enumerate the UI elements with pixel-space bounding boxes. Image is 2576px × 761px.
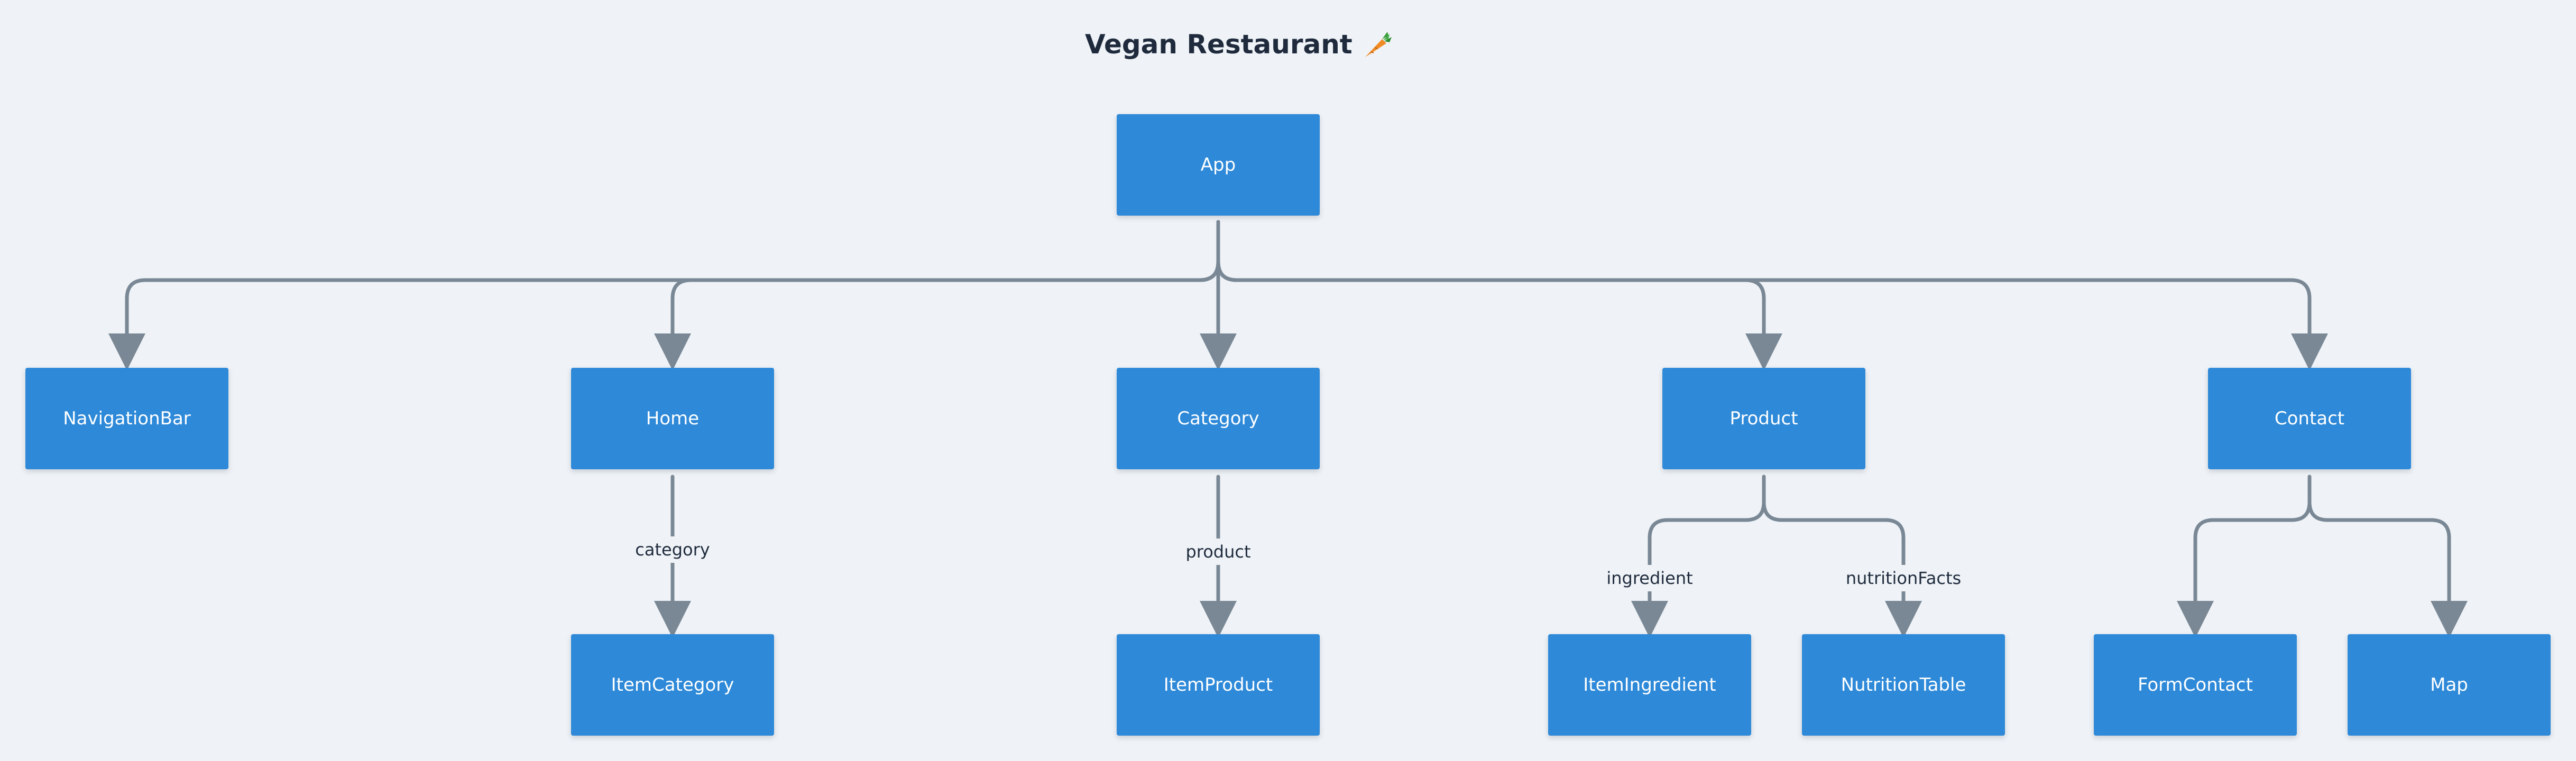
diagram-title: Vegan Restaurant xyxy=(1085,24,1393,64)
edge-label-ingredient: ingredient xyxy=(1600,565,1699,591)
edge-label-product: product xyxy=(1179,539,1257,565)
carrot-icon xyxy=(1365,32,1392,57)
edge-label-nutrition-facts: nutritionFacts xyxy=(1839,565,1968,591)
node-item-category[interactable]: ItemCategory xyxy=(571,634,774,736)
node-home[interactable]: Home xyxy=(571,368,774,469)
edge-app-contact xyxy=(1216,220,2328,370)
node-product[interactable]: Product xyxy=(1662,368,1865,469)
edge-contact-form-contact xyxy=(2177,475,2312,638)
node-navigation-bar[interactable]: NavigationBar xyxy=(25,368,228,469)
node-item-ingredient[interactable]: ItemIngredient xyxy=(1548,634,1751,736)
edge-app-product xyxy=(1216,220,1782,370)
edge-product-item-ingredient xyxy=(1631,475,1766,638)
edge-label-category: category xyxy=(629,536,716,563)
node-nutrition-table[interactable]: NutritionTable xyxy=(1802,634,2005,736)
edge-product-nutrition-table xyxy=(1762,475,1922,638)
node-app[interactable]: App xyxy=(1117,114,1320,216)
edge-contact-map xyxy=(2307,475,2468,638)
edge-app-home xyxy=(654,220,1220,370)
title-text: Vegan Restaurant xyxy=(1085,29,1353,60)
node-category[interactable]: Category xyxy=(1117,368,1320,469)
node-contact[interactable]: Contact xyxy=(2208,368,2411,469)
node-form-contact[interactable]: FormContact xyxy=(2094,634,2297,736)
node-map[interactable]: Map xyxy=(2348,634,2551,736)
node-item-product[interactable]: ItemProduct xyxy=(1117,634,1320,736)
